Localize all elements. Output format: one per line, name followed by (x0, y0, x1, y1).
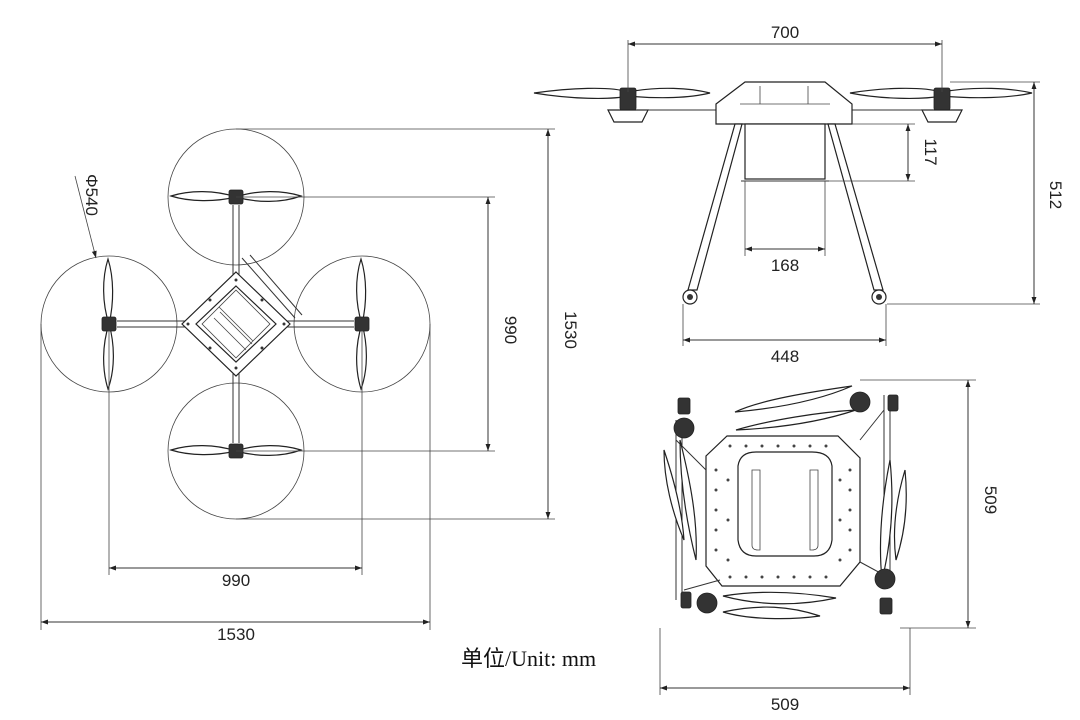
label-rotor-diameter: Φ540 (82, 174, 101, 216)
folded-propellers (663, 385, 907, 620)
side-tank (744, 123, 826, 180)
side-landing-gear (682, 123, 887, 305)
label-side-height: 512 (1046, 181, 1065, 209)
center-frame (181, 271, 291, 377)
propeller-left (101, 257, 117, 391)
side-body (715, 81, 853, 125)
label-motor-span-horizontal: 990 (222, 571, 250, 590)
label-motor-span-vertical: 990 (501, 316, 520, 344)
label-folded-width: 509 (771, 695, 799, 714)
folded-view-extension-lines (659, 379, 976, 695)
folded-plate-holes (714, 444, 852, 579)
side-view-extension-lines (627, 40, 1040, 346)
label-side-motor-span: 700 (771, 23, 799, 42)
label-folded-height: 509 (981, 486, 1000, 514)
folded-view: 509 509 (659, 379, 1000, 714)
label-tank-width: 168 (771, 256, 799, 275)
unit-label: 单位/Unit: mm (461, 646, 597, 671)
label-overall-height: 1530 (561, 311, 580, 349)
label-landing-gear-width: 448 (771, 347, 799, 366)
propeller-right (354, 257, 370, 391)
side-view: 700 512 117 168 448 (533, 23, 1065, 366)
top-view-extension-lines (40, 128, 555, 630)
arms (117, 205, 354, 443)
label-tank-height: 117 (921, 138, 940, 165)
folded-motors (673, 391, 899, 615)
top-view: Φ540 1530 990 990 1530 (40, 128, 580, 644)
label-overall-width: 1530 (217, 625, 255, 644)
